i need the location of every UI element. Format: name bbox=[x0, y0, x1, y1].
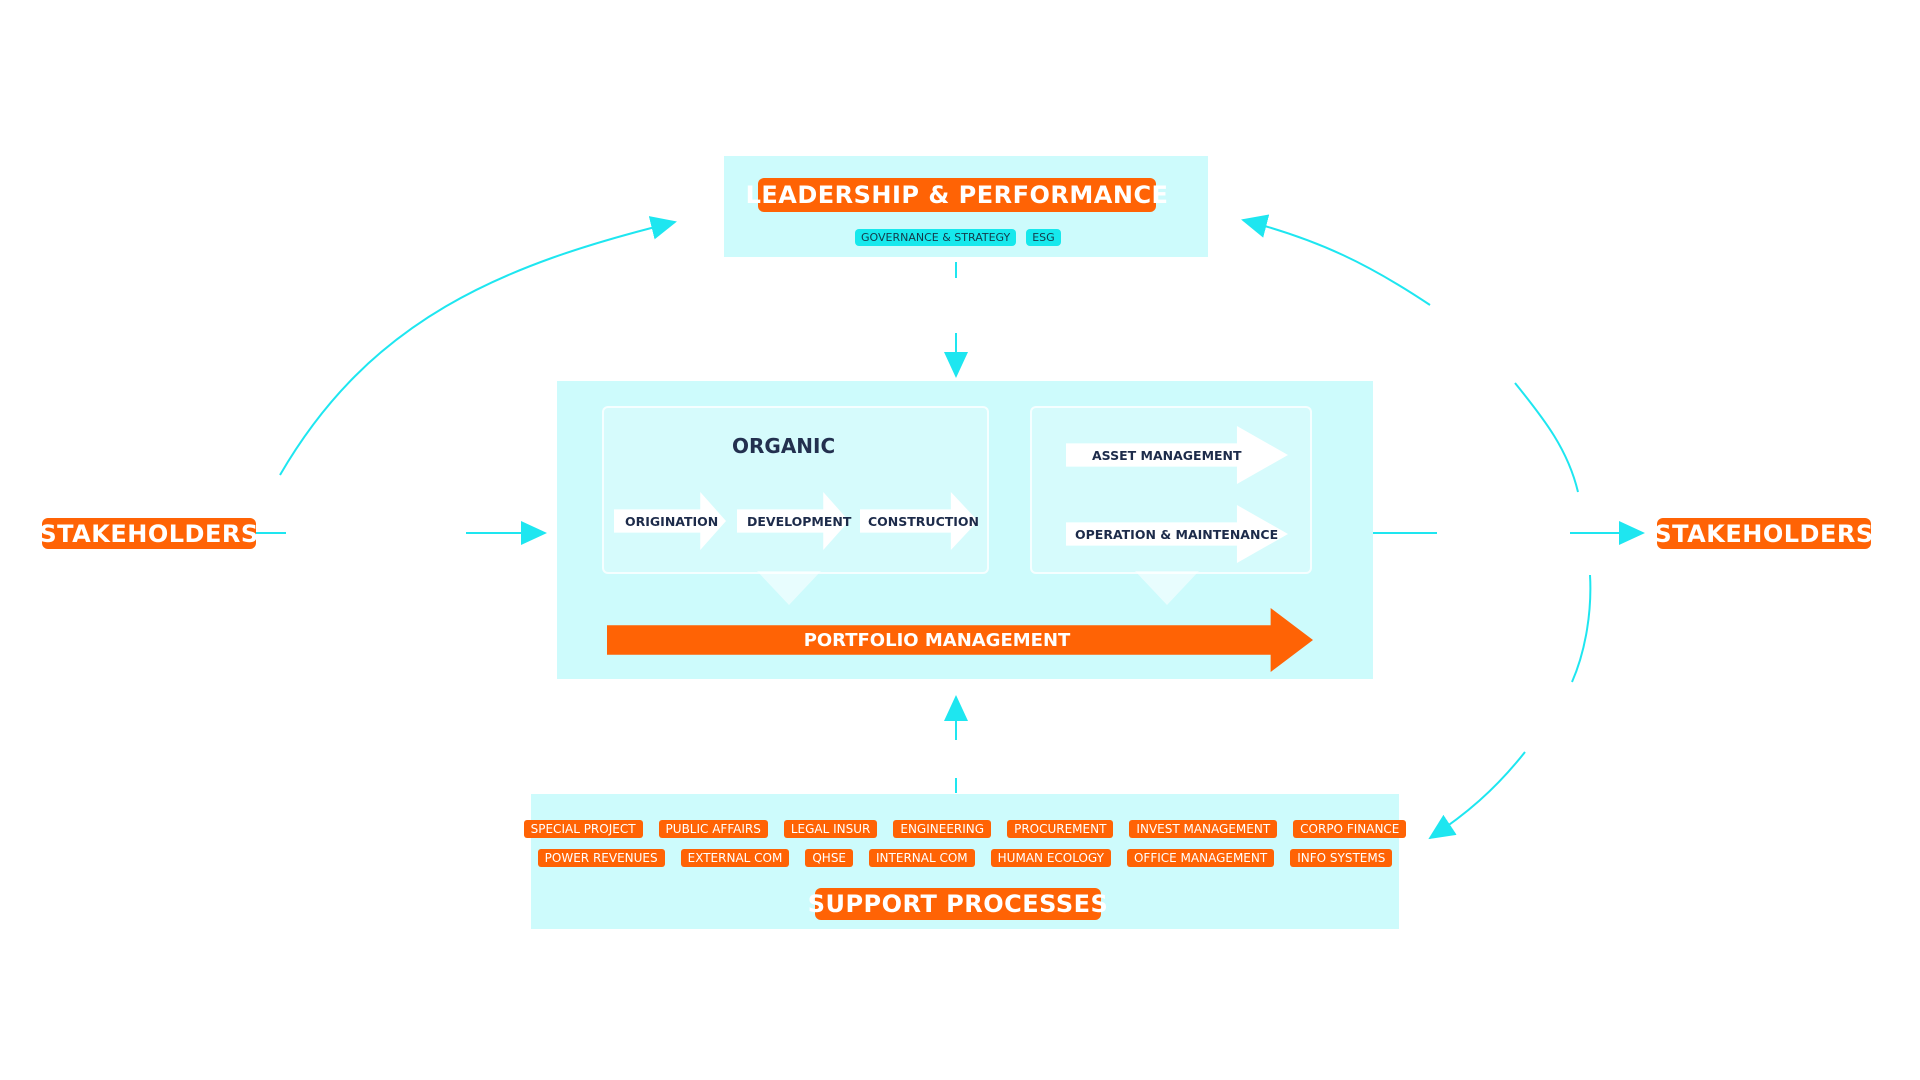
development-label: DEVELOPMENT bbox=[747, 513, 852, 529]
support-chip: INFO SYSTEMS bbox=[1290, 849, 1393, 867]
support-chip: QHSE bbox=[805, 849, 854, 867]
construction-label: CONSTRUCTION bbox=[868, 513, 980, 529]
leadership-title: LEADERSHIP & PERFORMANCE bbox=[746, 178, 1168, 212]
curve-right-bottom-arrow bbox=[1428, 751, 1526, 840]
esg-tag: ESG bbox=[1026, 229, 1061, 246]
support-chip: HUMAN ECOLOGY bbox=[990, 849, 1111, 867]
origination-label: ORIGINATION bbox=[625, 513, 719, 529]
support-chip: PUBLIC AFFAIRS bbox=[658, 820, 768, 838]
stakeholders-left: STAKEHOLDERS bbox=[39, 518, 259, 549]
support-panel: SPECIAL PROJECT PUBLIC AFFAIRS LEGAL INSUR… bbox=[523, 794, 1407, 929]
support-row-1: SPECIAL PROJECT PUBLIC AFFAIRS LEGAL INSUR… bbox=[523, 820, 1407, 838]
support-chip: CORPO FINANCE bbox=[1293, 820, 1407, 838]
support-chip: INTERNAL COM bbox=[869, 849, 975, 867]
support-chip: EXTERNAL COM bbox=[680, 849, 790, 867]
operations-pointer bbox=[1135, 571, 1199, 605]
support-chip: INVEST MANAGEMENT bbox=[1129, 820, 1278, 838]
asset-management-label: ASSET MANAGEMENT bbox=[1092, 447, 1242, 463]
operations-panel bbox=[1030, 406, 1312, 574]
organic-title: ORGANIC bbox=[732, 434, 836, 458]
organic-panel: ORGANIC bbox=[602, 406, 989, 574]
operation-maintenance-label: OPERATION & MAINTENANCE bbox=[1075, 526, 1279, 542]
leadership-panel: LEADERSHIP & PERFORMANCE GOVERNANCE & ST… bbox=[724, 156, 1208, 257]
support-chip: OFFICE MANAGEMENT bbox=[1126, 849, 1275, 867]
portfolio-label: PORTFOLIO MANAGEMENT bbox=[803, 629, 1071, 651]
support-title: SUPPORT PROCESSES bbox=[807, 888, 1109, 920]
support-chip: LEGAL INSUR bbox=[783, 820, 878, 838]
core-panel: ORGANIC ORIGINATION DEVELOPMENT CONSTRUC… bbox=[557, 381, 1373, 679]
organic-pointer bbox=[757, 571, 821, 605]
curve-right-down bbox=[1571, 574, 1592, 683]
support-chip: ENGINEERING bbox=[893, 820, 992, 838]
curve-left-up-arrow bbox=[279, 216, 677, 476]
support-chip: SPECIAL PROJECT bbox=[523, 820, 643, 838]
support-row-2: POWER REVENUES EXTERNAL COM QHSE INTERNAL C… bbox=[531, 849, 1399, 867]
stakeholders-right: STAKEHOLDERS bbox=[1654, 518, 1874, 549]
governance-strategy-tag: GOVERNANCE & STRATEGY bbox=[855, 229, 1017, 246]
curve-right-up-arrow bbox=[1241, 214, 1431, 306]
support-chip: PROCUREMENT bbox=[1007, 820, 1114, 838]
leadership-tags: GOVERNANCE & STRATEGY ESG bbox=[855, 229, 1061, 246]
curve-right-mid bbox=[1514, 382, 1579, 493]
support-chip: POWER REVENUES bbox=[537, 849, 665, 867]
